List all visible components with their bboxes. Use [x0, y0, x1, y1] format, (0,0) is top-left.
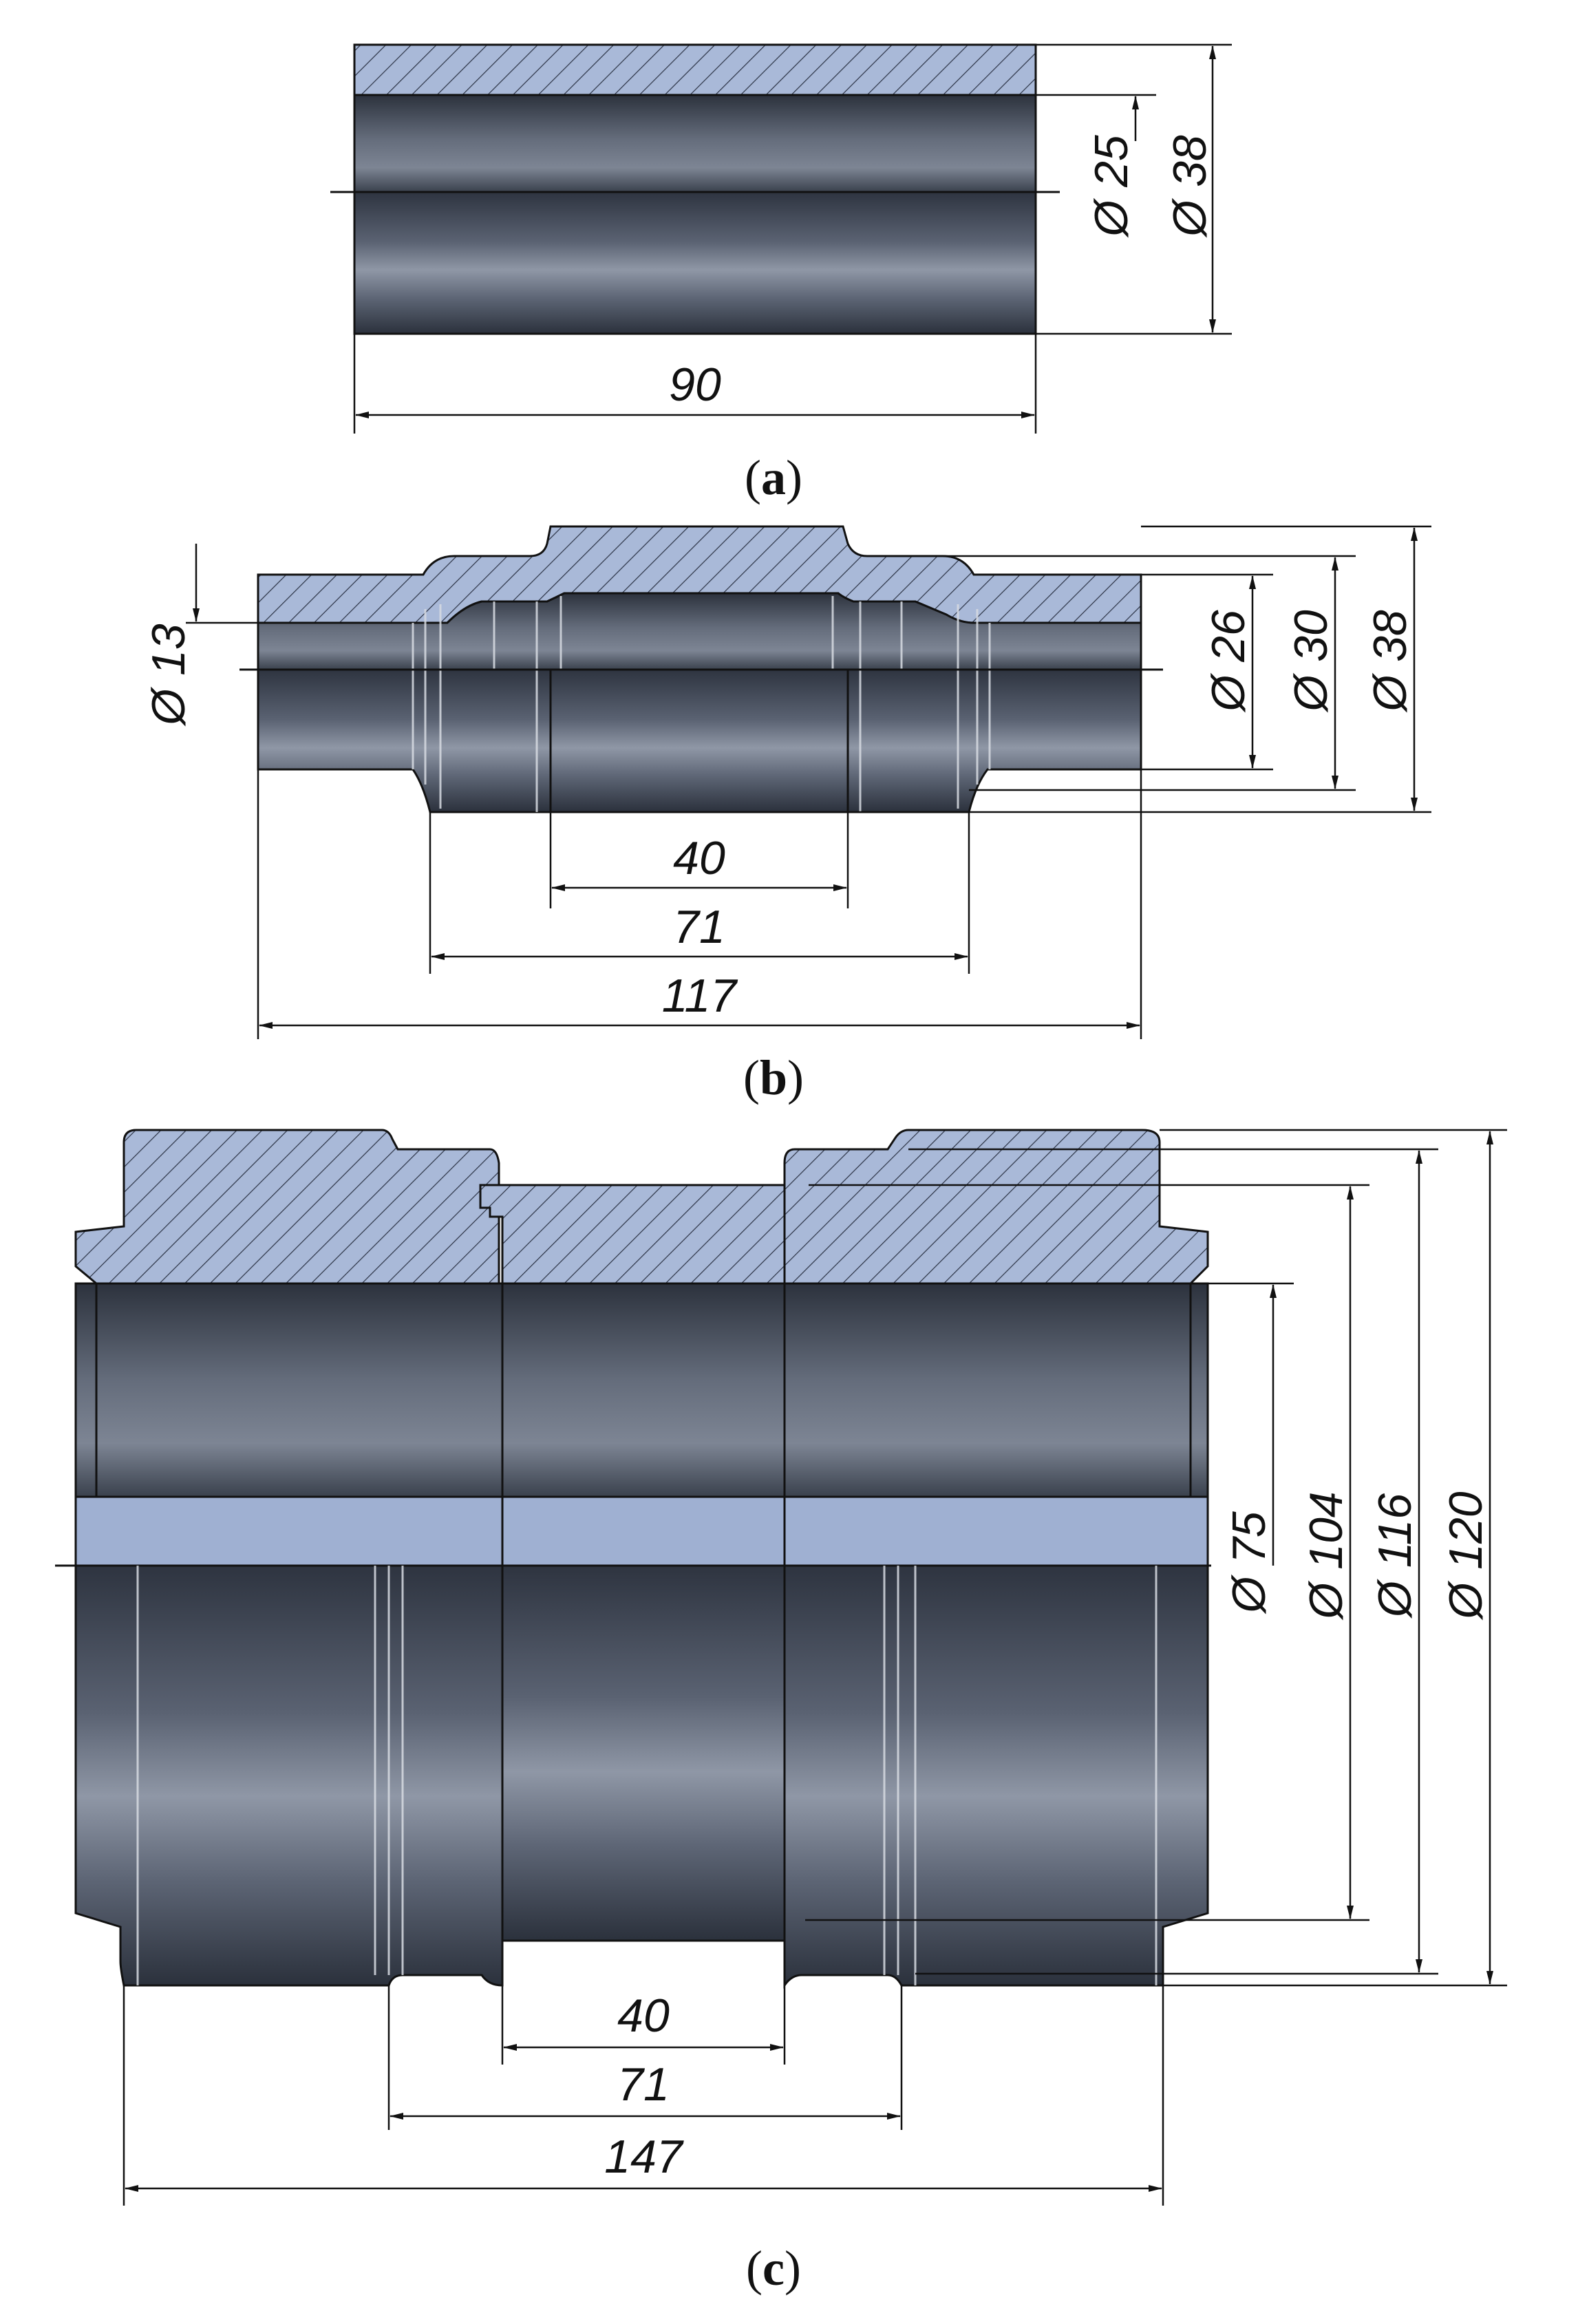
dim-label-d3: Ø 116: [1369, 1493, 1421, 1619]
figure-b-center-land: [549, 668, 849, 813]
figure-a-caption: (a): [745, 450, 802, 505]
figure-c-bore-band: [74, 1495, 1209, 1567]
dim-label-d1: Ø 26: [1202, 610, 1255, 713]
figure-a-outer-surface: [353, 191, 1037, 335]
figure-c-outer-middle: [501, 1564, 786, 1942]
figure-a-part: [330, 43, 1060, 335]
figure-b: Ø 13 Ø 26 Ø 30 Ø 38 40 71 117 (b): [142, 525, 1431, 1105]
figure-c-bore-right: [783, 1282, 1209, 1498]
dim-label-outer-diameter: Ø 38: [1164, 135, 1216, 238]
dim-label-l1: 40: [673, 832, 725, 884]
figure-c-bore-middle: [501, 1282, 786, 1498]
dim-label-d4: Ø 120: [1440, 1491, 1492, 1620]
figure-c-dimensions: [122, 1129, 1507, 2206]
dim-label-l3: 147: [604, 2131, 684, 2183]
dim-label-d2: Ø 30: [1285, 610, 1337, 713]
figure-b-groove-lines: [412, 596, 991, 812]
figure-c: Ø 75 Ø 104 Ø 116 Ø 120 40 71 147 (c): [55, 1129, 1507, 2296]
dim-label-length: 90: [669, 359, 721, 411]
figure-c-section-hatch-right: [783, 1129, 1209, 1285]
figure-b-dimensions: [186, 525, 1431, 1039]
figure-c-section-hatch-middle: [479, 1184, 810, 1285]
figure-a-section-hatch: [353, 43, 1037, 96]
figure-a: 90 Ø 25 Ø 38 (a): [330, 43, 1232, 505]
figure-b-lower-surface: [257, 668, 552, 813]
dim-label-l2: 71: [617, 2058, 670, 2111]
dim-label-d1: Ø 75: [1223, 1511, 1275, 1614]
figure-b-part: [239, 525, 1163, 813]
dim-label-l3: 117: [662, 970, 738, 1022]
figure-c-outer-left: [74, 1564, 504, 1987]
figure-b-caption: (b): [743, 1050, 804, 1105]
dim-label-l2: 71: [673, 901, 725, 953]
dim-label-inner-diameter: Ø 25: [1085, 135, 1138, 238]
figure-b-bore-surface: [257, 592, 1142, 671]
figure-a-dimensions: [353, 43, 1232, 434]
dim-label-d2: Ø 104: [1300, 1491, 1352, 1620]
figure-c-caption: (c): [746, 2241, 801, 2296]
figure-c-groove-lines: [136, 1566, 1158, 1985]
figure-c-bore-left: [74, 1282, 504, 1498]
figure-c-section-hatch-left: [74, 1129, 500, 1285]
dim-label-d3: Ø 38: [1364, 610, 1416, 713]
figure-a-bore-surface: [353, 94, 1037, 193]
dim-label-l1: 40: [617, 1990, 670, 2042]
dim-label-bore: Ø 13: [142, 623, 195, 727]
figure-c-part: [55, 1129, 1211, 1989]
figure-c-outer-right: [783, 1564, 1209, 1989]
